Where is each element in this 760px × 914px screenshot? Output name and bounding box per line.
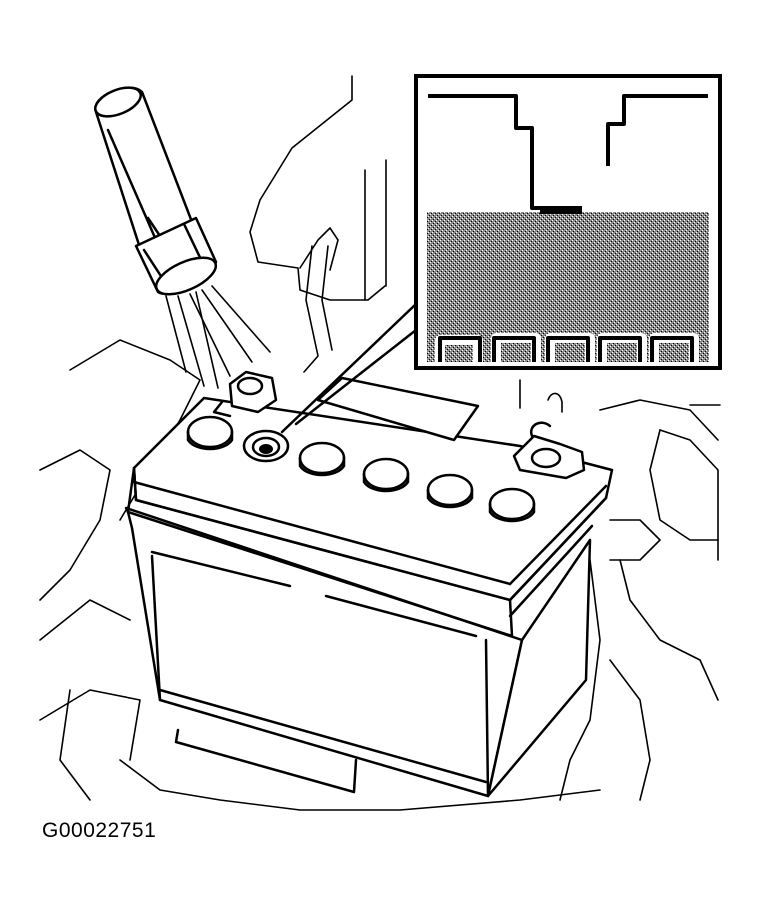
magnified-electrolyte-level-inset	[414, 74, 722, 370]
battery-plates	[435, 333, 699, 362]
figure-id-label: G00022751	[42, 819, 157, 842]
engine-bay-background	[39, 75, 721, 811]
flashlight-icon	[94, 86, 218, 296]
magnifier-leader-lines	[280, 302, 418, 434]
cell-caps	[186, 415, 536, 523]
cell-cap-icon	[186, 415, 234, 451]
cell-cap-icon	[362, 457, 410, 493]
light-beam-rays	[165, 285, 271, 389]
cell-cap-icon	[298, 441, 346, 477]
cell-cap-icon	[488, 487, 536, 523]
cell-cap-icon	[426, 473, 474, 509]
open-cell-filler-hole	[242, 429, 290, 463]
